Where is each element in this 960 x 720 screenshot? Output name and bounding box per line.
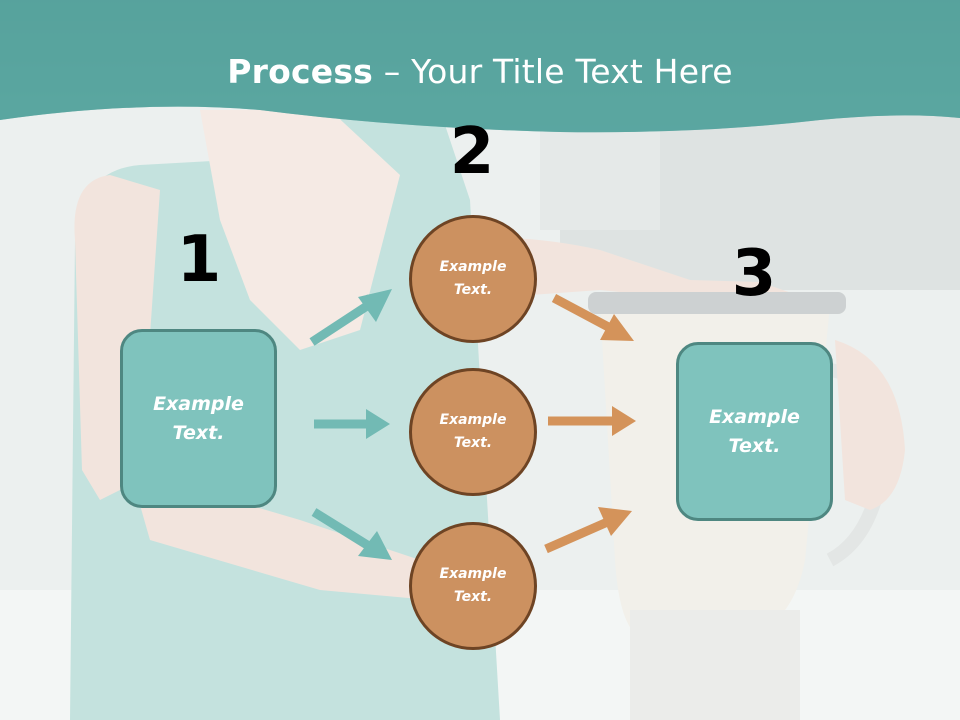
left-box: Example Text.	[120, 329, 277, 508]
slide-title: Process – Your Title Text Here	[0, 52, 960, 91]
circle-bottom: Example Text.	[409, 522, 537, 650]
arrow-bottom-to-right	[544, 507, 632, 554]
circle-top: Example Text.	[409, 215, 537, 343]
step-number-1: 1	[176, 223, 222, 297]
left-box-text: Example Text.	[153, 392, 244, 444]
title-bold: Process	[227, 52, 374, 91]
arrow-top-to-right	[551, 294, 634, 341]
right-box-text: Example Text.	[709, 405, 800, 457]
circle-top-text: Example Text.	[439, 259, 507, 298]
right-box: Example Text.	[676, 342, 833, 521]
arrow-middle-to-right	[548, 406, 636, 436]
circle-bottom-text: Example Text.	[439, 566, 507, 605]
arrow-left-to-top	[309, 289, 392, 346]
step-number-3: 3	[731, 237, 777, 311]
circle-middle: Example Text.	[409, 368, 537, 496]
arrow-left-to-middle	[314, 409, 390, 439]
arrow-left-to-bottom	[311, 508, 392, 560]
circle-middle-text: Example Text.	[439, 412, 507, 451]
title-rest: – Your Title Text Here	[373, 52, 733, 91]
step-number-2: 2	[449, 115, 495, 189]
